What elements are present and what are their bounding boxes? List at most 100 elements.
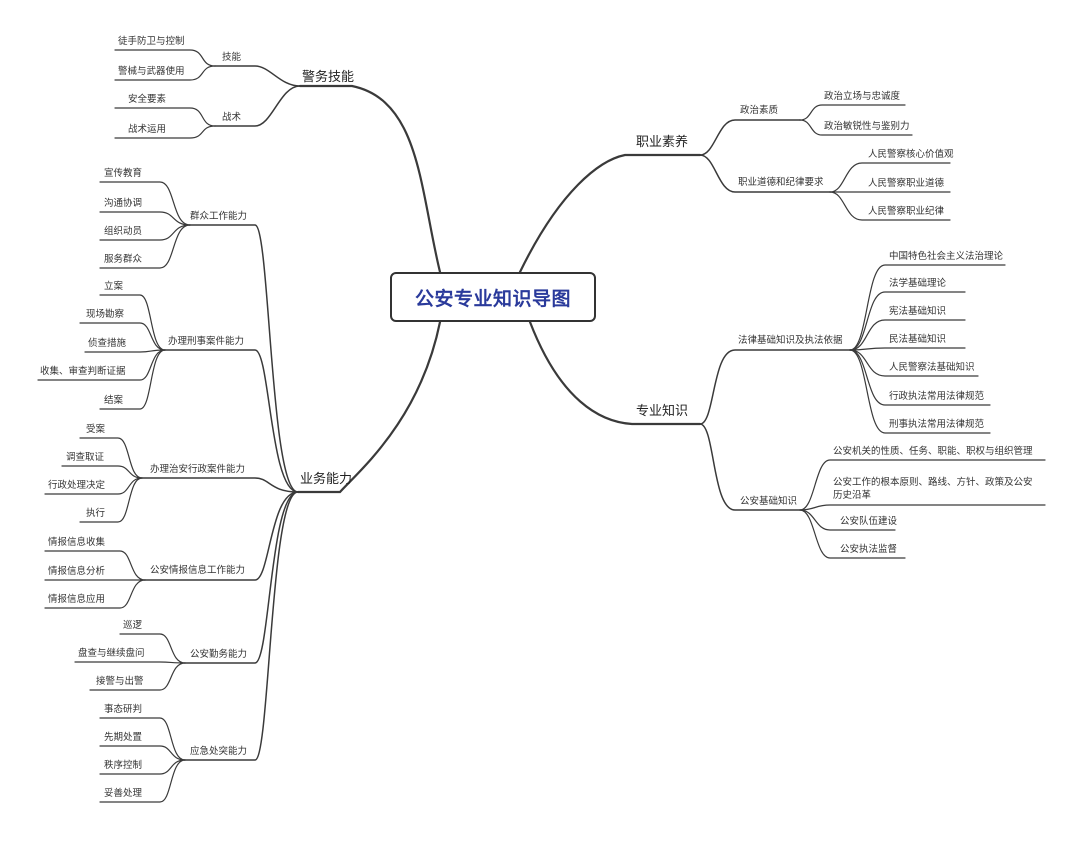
leaf-node[interactable]: 巡逻 — [123, 620, 143, 631]
connector-leaf — [84, 349, 166, 353]
connector-daode — [699, 154, 831, 193]
connector-leaf — [114, 125, 216, 139]
connector-leaf — [114, 49, 216, 67]
leaf-node[interactable]: 徒手防卫与控制 — [118, 36, 185, 47]
connector-leaf — [799, 119, 913, 136]
leaf-node[interactable]: 战术运用 — [128, 124, 167, 135]
branch-yewu[interactable]: 业务能力 — [300, 472, 353, 487]
leaf-node[interactable]: 人民警察法基础知识 — [889, 362, 975, 373]
leaf-node[interactable]: 组织动员 — [104, 226, 143, 237]
leaf-node[interactable]: 政治敏锐性与鉴别力 — [824, 121, 910, 132]
connector-gongan — [699, 423, 801, 511]
connector-leaf — [44, 550, 146, 581]
node-gongan[interactable]: 公安基础知识 — [740, 496, 798, 507]
node-zhengzhi[interactable]: 政治素质 — [740, 105, 779, 116]
connector-yingji — [184, 491, 299, 761]
connector-leaf — [829, 191, 951, 221]
connector-leaf — [79, 437, 143, 479]
branch-zhiye[interactable]: 职业素养 — [636, 135, 689, 150]
leaf-node[interactable]: 宣传教育 — [104, 168, 143, 179]
leaf-node[interactable]: 宪法基础知识 — [889, 306, 947, 317]
leaf-node[interactable]: 安全要素 — [128, 94, 167, 105]
leaf-node[interactable]: 警械与武器使用 — [118, 66, 185, 77]
connector-yewu — [296, 320, 442, 494]
connector-leaf — [99, 211, 191, 226]
connector-zhuanye — [528, 320, 702, 426]
connector-zhian — [141, 477, 299, 493]
leaf-node[interactable]: 中国特色社会主义法治理论 — [889, 251, 1004, 262]
branch-jingwu[interactable]: 警务技能 — [302, 70, 355, 85]
connector-leaf — [79, 322, 166, 351]
connector-leaf — [799, 459, 1046, 511]
leaf-node[interactable]: 人民警察职业纪律 — [868, 206, 945, 217]
leaf-node[interactable]: 公安工作的根本原则、路线、方针、政策及公安历史沿革 — [833, 477, 1033, 501]
leaf-node[interactable]: 妥善处理 — [104, 788, 143, 799]
leaf-node[interactable]: 调查取证 — [66, 452, 105, 463]
leaf-node[interactable]: 侦查措施 — [88, 338, 127, 349]
leaf-node[interactable]: 公安机关的性质、任务、职能、职权与组织管理 — [833, 446, 1033, 457]
node-daode[interactable]: 职业道德和纪律要求 — [738, 177, 824, 188]
connector-leaf — [99, 759, 186, 803]
connector-leaf — [849, 291, 966, 351]
leaf-node[interactable]: 先期处置 — [104, 732, 143, 743]
leaf-node[interactable]: 民法基础知识 — [889, 334, 947, 345]
leaf-node[interactable]: 现场勘察 — [86, 309, 125, 320]
leaf-node[interactable]: 收集、审查判断证据 — [40, 366, 126, 377]
connector-leaf — [799, 504, 1046, 511]
leaf-node[interactable]: 服务群众 — [104, 254, 143, 265]
leaf-node[interactable]: 行政处理决定 — [48, 480, 106, 491]
leaf-node[interactable]: 盘查与继续盘问 — [78, 648, 145, 659]
connector-leaf — [119, 633, 186, 664]
leaf-node[interactable]: 沟通协调 — [104, 198, 143, 209]
leaf-node[interactable]: 刑事执法常用法律规范 — [889, 419, 985, 430]
connector-leaf — [99, 717, 186, 761]
connector-leaf — [74, 661, 186, 664]
leaf-node[interactable]: 秩序控制 — [104, 760, 143, 771]
leaf-node[interactable]: 公安队伍建设 — [840, 516, 898, 527]
connector-leaf — [849, 349, 991, 434]
leaf-node[interactable]: 公安执法监督 — [840, 544, 898, 555]
node-zhanshu[interactable]: 战术 — [222, 112, 242, 123]
node-xingshi[interactable]: 办理刑事案件能力 — [168, 336, 245, 347]
connector-leaf — [99, 224, 191, 241]
connector-xingshi — [164, 349, 299, 493]
leaf-node[interactable]: 法学基础理论 — [889, 278, 947, 289]
connector-leaf — [849, 264, 1006, 351]
leaf-node[interactable]: 事态研判 — [104, 704, 143, 715]
connector-leaf — [89, 662, 186, 691]
connector-leaf — [79, 477, 143, 523]
leaf-node[interactable]: 情报信息分析 — [48, 566, 106, 577]
leaf-node[interactable]: 行政执法常用法律规范 — [889, 391, 985, 402]
connector-zhanshu — [214, 85, 301, 127]
leaf-node[interactable]: 立案 — [104, 281, 124, 292]
connector-leaf — [61, 465, 143, 479]
connector-leaf — [99, 759, 186, 775]
node-qunzhong[interactable]: 群众工作能力 — [190, 211, 248, 222]
leaf-node[interactable]: 情报信息应用 — [48, 594, 106, 605]
connector-zhengzhi — [699, 119, 801, 156]
leaf-node[interactable]: 政治立场与忠诚度 — [824, 91, 901, 102]
connector-leaf — [799, 104, 906, 121]
branch-zhuanye[interactable]: 专业知识 — [636, 404, 689, 419]
node-qingbao[interactable]: 公安情报信息工作能力 — [150, 565, 246, 576]
root-node[interactable]: 公安专业知识导图 — [390, 272, 596, 322]
node-yingji[interactable]: 应急处突能力 — [190, 746, 248, 757]
node-qinwu[interactable]: 公安勤务能力 — [190, 649, 248, 660]
connector-jingwu — [298, 84, 442, 274]
leaf-node[interactable]: 受案 — [86, 424, 106, 435]
leaf-node[interactable]: 执行 — [86, 508, 106, 519]
node-falv[interactable]: 法律基础知识及执法依据 — [738, 335, 843, 346]
node-zhian[interactable]: 办理治安行政案件能力 — [150, 464, 246, 475]
connector-leaf — [829, 162, 951, 193]
leaf-node[interactable]: 人民警察核心价值观 — [868, 149, 954, 160]
connector-qinwu — [184, 491, 299, 664]
node-jineng[interactable]: 技能 — [222, 52, 242, 63]
connector-jineng — [214, 65, 301, 87]
leaf-node[interactable]: 结案 — [104, 395, 124, 406]
connector-leaf — [99, 745, 186, 761]
leaf-node[interactable]: 人民警察职业道德 — [868, 178, 945, 189]
leaf-node[interactable]: 接警与出警 — [96, 676, 144, 687]
connector-falv — [699, 349, 851, 425]
connector-leaf — [99, 224, 191, 269]
leaf-node[interactable]: 情报信息收集 — [48, 537, 106, 548]
